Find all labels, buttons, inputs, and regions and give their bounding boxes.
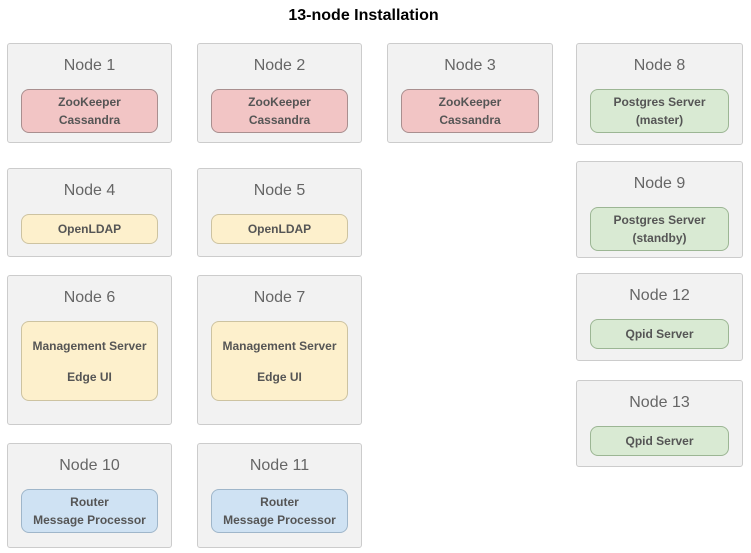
node-9: Node 9 Postgres Server (standby) [576,161,743,258]
service-label: ZooKeeper [58,95,121,109]
node-label: Node 6 [63,289,116,306]
service-label: (master) [635,113,684,127]
node-label: Node 1 [63,57,116,74]
node-label: Node 8 [633,57,686,74]
node-label: Node 3 [444,57,496,74]
node-12: Node 12 Qpid Server [576,273,743,361]
node-label: Node 7 [253,289,306,306]
service-label: Cassandra [248,113,311,127]
node-8: Node 8 Postgres Server (master) [576,43,743,145]
node-label: Node 9 [633,175,686,192]
node-13: Node 13 Qpid Server [576,380,743,467]
service-label: Edge UI [67,369,112,384]
service-label: Postgres Server [613,95,706,109]
node-label: Node 2 [253,57,306,74]
service-pill: Qpid Server [590,319,729,349]
service-label: Message Processor [223,513,336,527]
service-label: Qpid Server [625,327,694,341]
service-label: Management Server [222,338,337,353]
diagram-title: 13-node Installation [288,7,439,24]
service-label: Qpid Server [625,434,694,448]
service-label: ZooKeeper [438,95,502,109]
node-label: Node 10 [59,457,120,474]
service-pill: Postgres Server (standby) [590,207,729,251]
node-5: Node 5 OpenLDAP [197,168,362,257]
service-pill: Postgres Server (master) [590,89,729,133]
service-label: Edge UI [257,369,302,384]
node-label: Node 13 [629,394,690,411]
service-label: Message Processor [33,513,146,527]
service-pill: Qpid Server [590,426,729,456]
service-label: Router [260,495,299,509]
node-label: Node 5 [253,182,306,199]
service-label: Cassandra [439,113,501,127]
service-pill: OpenLDAP [211,214,348,244]
service-pill: OpenLDAP [21,214,158,244]
service-label: Router [70,495,109,509]
service-label: ZooKeeper [248,95,311,109]
node-label: Node 11 [249,457,310,474]
service-label: Cassandra [58,113,121,127]
node-4: Node 4 OpenLDAP [7,168,172,257]
service-label: OpenLDAP [57,222,122,236]
service-label: Management Server [32,338,147,353]
node-label: Node 4 [63,182,116,199]
node-label: Node 12 [629,287,690,304]
service-label: OpenLDAP [247,222,312,236]
service-label: Postgres Server [613,213,706,227]
service-label: (standby) [632,231,687,245]
